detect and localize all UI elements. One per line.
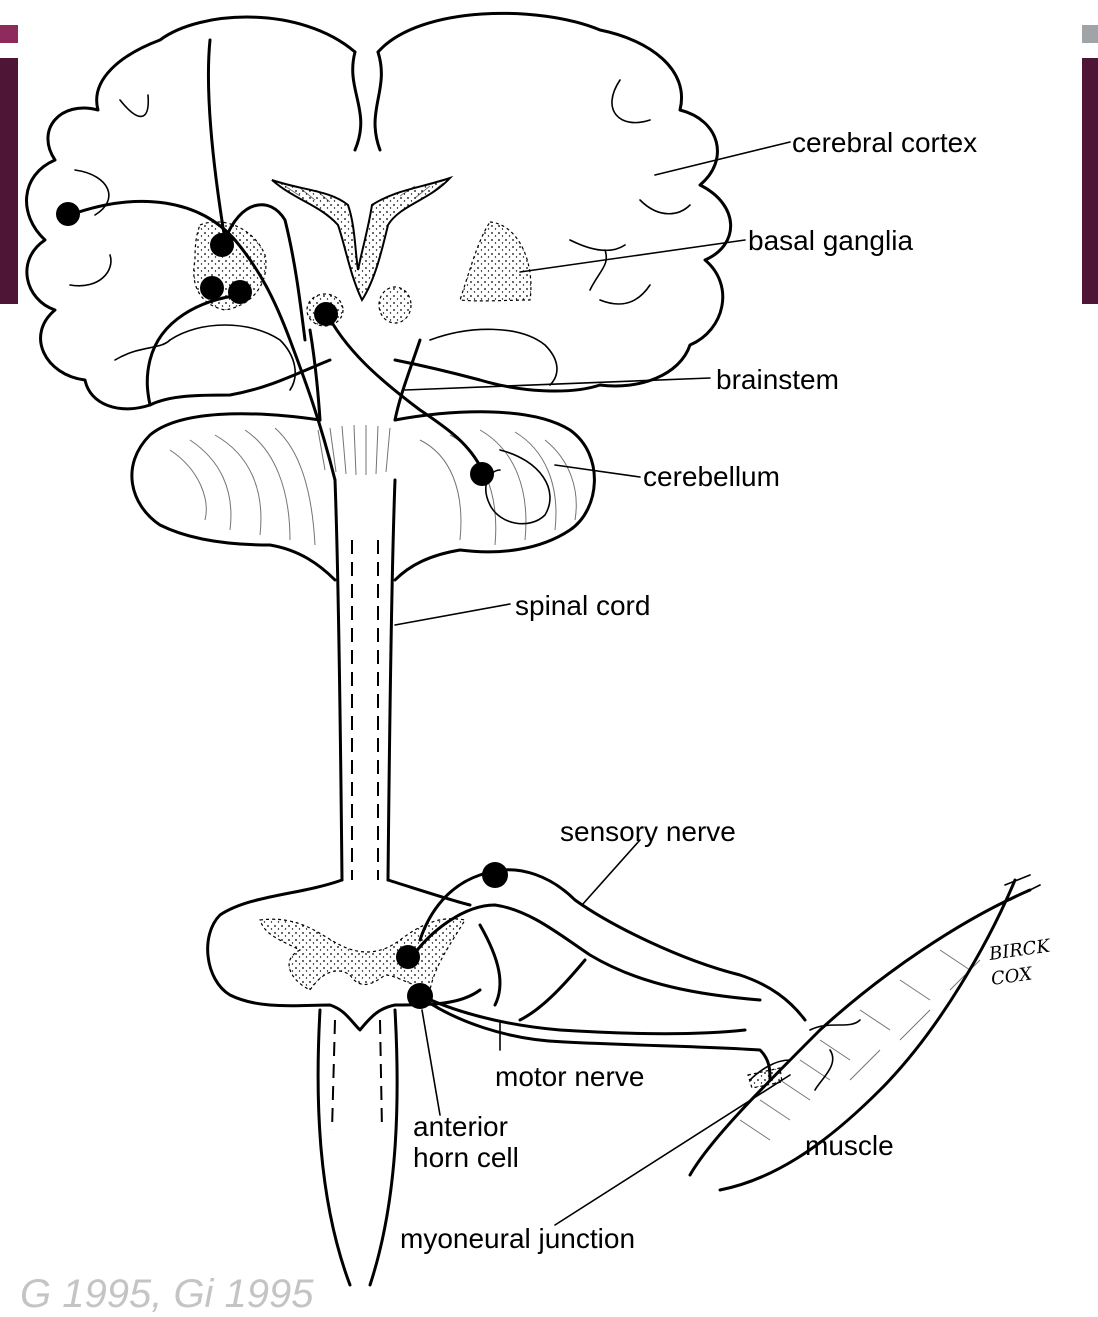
label-cerebral-cortex: cerebral cortex <box>792 127 977 158</box>
anterior-horn-neuron <box>407 983 433 1009</box>
basal-ganglia-neuron-left <box>200 276 224 300</box>
cortex-neuron <box>56 202 80 226</box>
cerebellum-structure <box>132 412 595 580</box>
basal-ganglia-neuron-top <box>210 233 234 257</box>
artist-signature-line1: BIRCK <box>987 935 1053 965</box>
interneuron <box>396 945 420 969</box>
label-cerebellum: cerebellum <box>643 461 780 492</box>
label-anterior-horn-cell-line1: anterior <box>413 1111 508 1142</box>
footer-citation: G 1995, Gi 1995 <box>20 1272 314 1317</box>
sensory-ganglion-neuron <box>482 862 508 888</box>
label-anterior-horn-cell-line2: horn cell <box>413 1142 519 1173</box>
label-basal-ganglia: basal ganglia <box>748 225 913 256</box>
label-muscle: muscle <box>805 1130 894 1161</box>
label-spinal-cord: spinal cord <box>515 590 650 621</box>
label-myoneural-junction: myoneural junction <box>400 1223 635 1254</box>
artist-signature-line2: COX <box>990 963 1035 990</box>
basal-ganglia-neuron-right <box>228 280 252 304</box>
thalamus-neuron <box>314 302 338 326</box>
cerebellum-neuron <box>470 462 494 486</box>
brain-section <box>27 13 731 420</box>
label-motor-nerve: motor nerve <box>495 1061 644 1092</box>
label-brainstem: brainstem <box>716 364 839 395</box>
spinal-cord-structure <box>335 480 395 880</box>
label-sensory-nerve: sensory nerve <box>560 816 736 847</box>
